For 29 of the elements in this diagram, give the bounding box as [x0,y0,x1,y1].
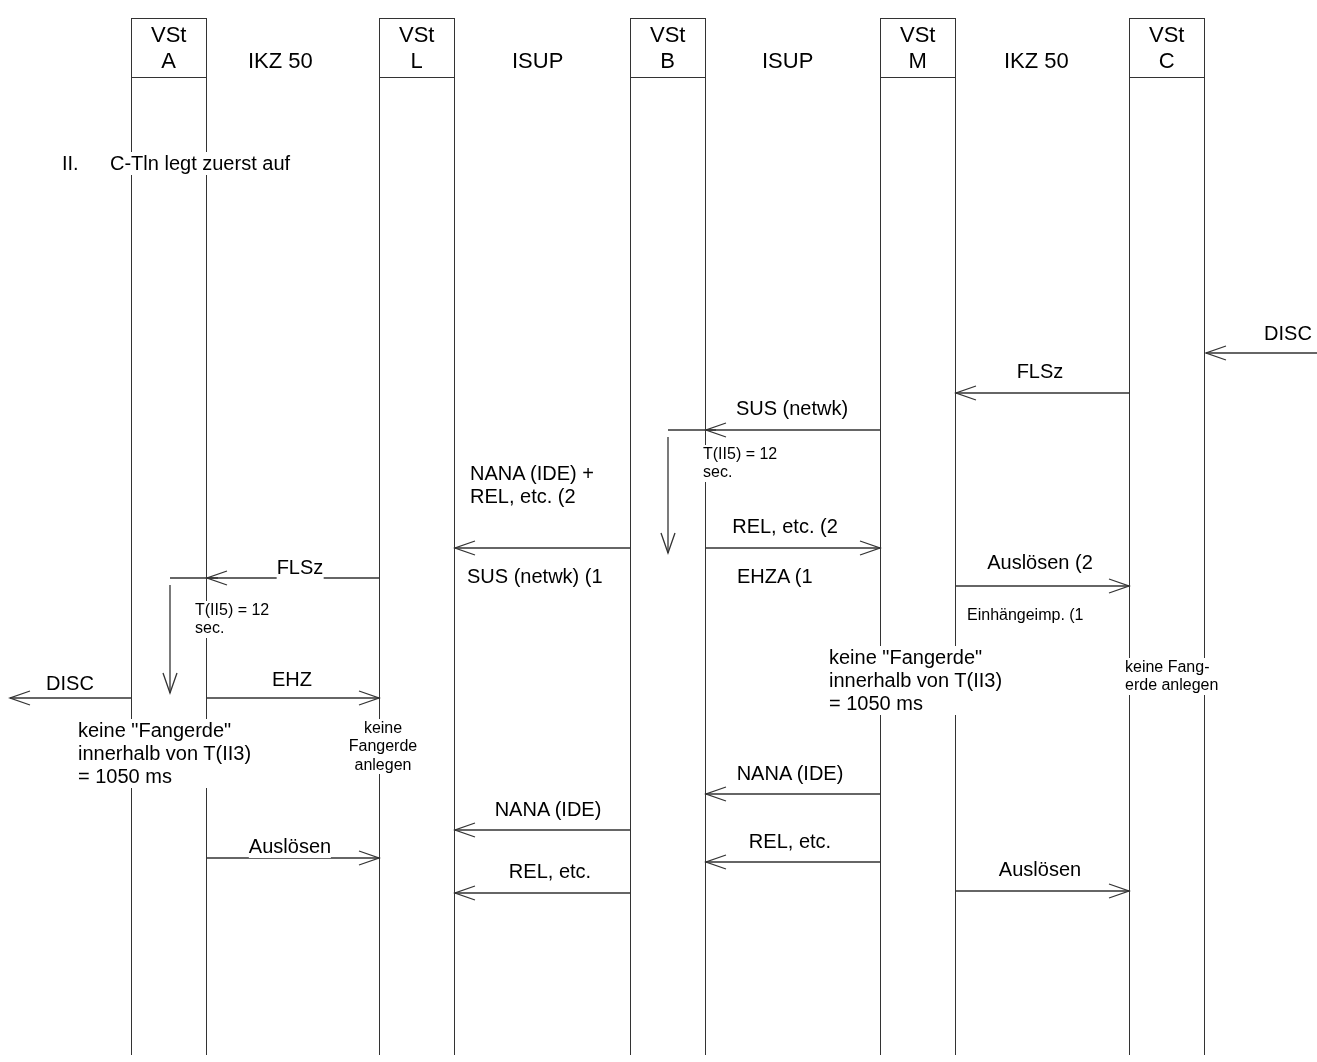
section-heading: C-Tln legt zuerst auf [110,152,291,175]
exchange-header: VSt M [879,18,956,78]
message-arrow [206,690,380,706]
message-label: SUS (netwk) (1 [467,565,603,588]
message-arrow [9,690,132,706]
message-label: Auslösen [248,835,332,858]
message-arrow [1205,345,1317,361]
message-label: SUS (netwk) [735,397,849,420]
message-label: Einhängeimp. (1 [967,606,1084,625]
exchange-header: VSt B [629,18,706,78]
message-label: EHZA (1 [737,565,813,588]
message-arrow [454,822,631,838]
exchange-header: VSt L [378,18,455,78]
message-arrow [705,540,881,556]
message-arrow [955,883,1130,899]
message-label: REL, etc. (2 [732,515,838,538]
message-arrow [705,854,881,870]
message-label: NANA (IDE) [494,798,602,821]
message-arrow [705,422,881,438]
message-arrow [454,885,631,901]
exchange-header: VSt C [1128,18,1205,78]
exchange-header: VSt A [130,18,207,78]
message-arrow [705,786,881,802]
message-label: Auslösen (2 [987,551,1093,574]
message-arrow [206,850,380,866]
message-label: NANA (IDE) [736,762,844,785]
message-arrow [454,540,631,556]
message-arrow [955,578,1130,594]
message-arrow [955,385,1130,401]
